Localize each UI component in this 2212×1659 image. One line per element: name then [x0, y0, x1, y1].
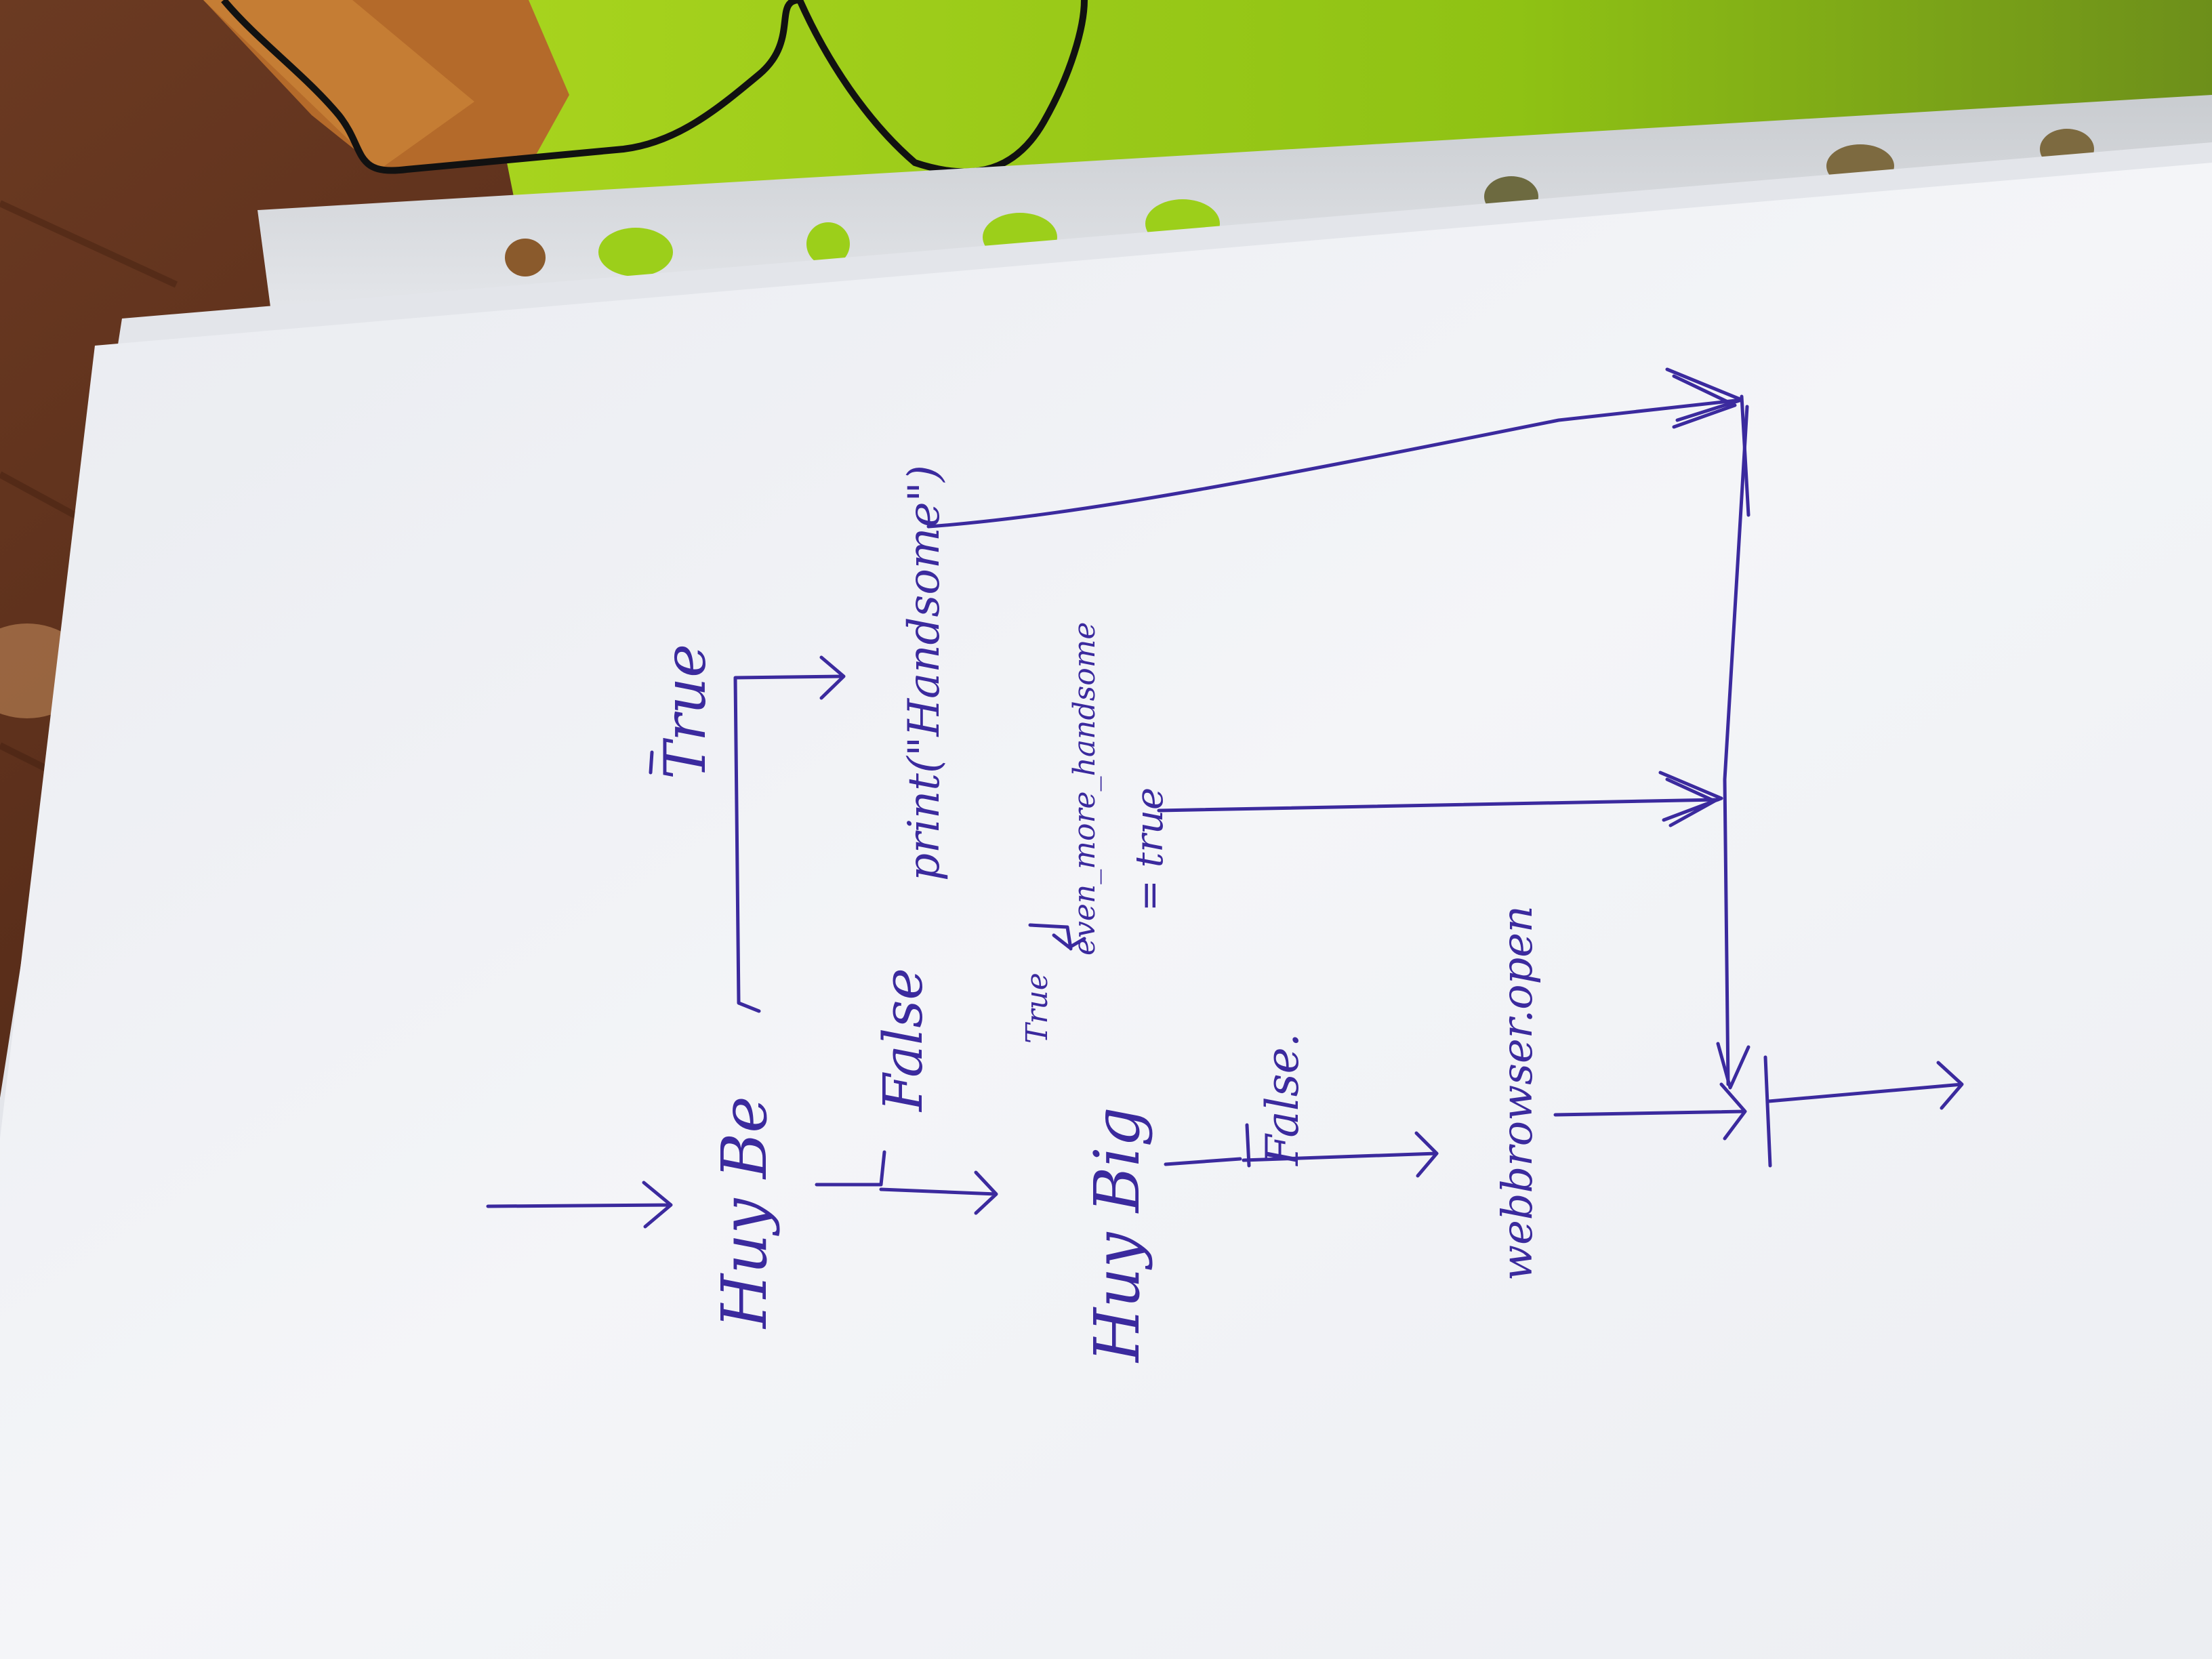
paper-sheet-front [0, 163, 2212, 1659]
true-tick-1 [649, 750, 654, 775]
node-even-equals-true: = true [1128, 787, 1172, 912]
node-even-more-handsome: even_more_handsome [1067, 622, 1102, 956]
false-branch-line-1 [815, 1150, 998, 1215]
false-branch-line-2 [1164, 1123, 1439, 1178]
true-branch-arrow-2 [1028, 923, 1086, 951]
label-true-2: True [1020, 972, 1054, 1044]
flowchart-drawing [486, 367, 1964, 1229]
node-huy-big: Huy Big [1081, 1107, 1153, 1364]
binder-holes [505, 129, 2094, 276]
exit-arrow [1767, 1061, 1964, 1110]
webbrowser-merge-line [1553, 1082, 1747, 1141]
label-true-1: True [652, 644, 718, 779]
print-merge-line [926, 398, 1744, 529]
label-false-2: False. [1256, 1033, 1309, 1166]
spine-arrow-head [1716, 1042, 1750, 1090]
green-cloth [474, 0, 2212, 224]
label-false-1: False [872, 968, 935, 1113]
wooden-box-top [203, 0, 474, 169]
final-vertical [1763, 1055, 1772, 1168]
true-branch-line-1 [733, 655, 846, 1013]
merge-spine [1723, 405, 1749, 1086]
entry-arrow [486, 1181, 673, 1229]
even-merge-line [1157, 798, 1720, 813]
node-print: print("Handsome") [899, 465, 949, 881]
node-huy-be: Huy Be [708, 1096, 781, 1330]
node-webbrowser-open: webbrowser.open [1492, 905, 1542, 1281]
plastic-sleeve-strip [258, 95, 2212, 312]
flowchart-labels: Huy Be True False print("Handsome") Huy … [652, 465, 1542, 1364]
even-merge-arrow [1658, 771, 1723, 827]
